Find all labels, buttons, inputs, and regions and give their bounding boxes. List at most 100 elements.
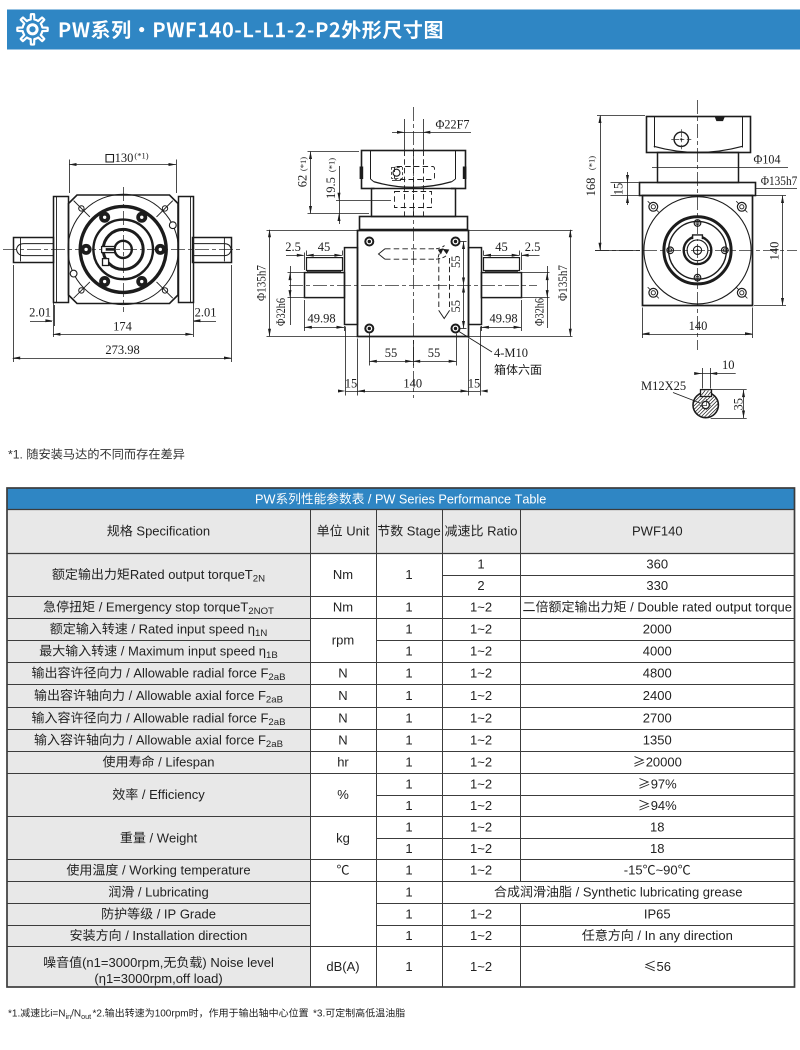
- svg-text:1~2: 1~2: [470, 621, 492, 636]
- svg-text:(*1): (*1): [586, 156, 596, 170]
- svg-text:49.98: 49.98: [489, 312, 517, 326]
- svg-text:1~2: 1~2: [470, 732, 492, 747]
- svg-text:/ Allowable radial force F: / Allowable radial force F: [123, 710, 269, 725]
- svg-text:100rpm: 100rpm: [155, 1009, 189, 1020]
- svg-text:1~2: 1~2: [470, 665, 492, 680]
- svg-text:1~2: 1~2: [470, 863, 492, 878]
- svg-text:Φ135h7: Φ135h7: [255, 265, 269, 301]
- svg-text:15: 15: [468, 377, 481, 391]
- svg-text:1: 1: [405, 884, 412, 899]
- svg-text:1B: 1B: [266, 650, 278, 661]
- svg-text:20000: 20000: [646, 754, 682, 769]
- svg-text:*1.: *1.: [8, 448, 26, 462]
- svg-text:1: 1: [405, 665, 412, 680]
- svg-text:N: N: [338, 688, 347, 703]
- svg-text:Specification: Specification: [133, 524, 210, 539]
- svg-text:15: 15: [345, 377, 358, 391]
- svg-text:2000: 2000: [643, 621, 672, 636]
- svg-text:/ Rated input speed η: / Rated input speed η: [128, 621, 255, 636]
- svg-text:2: 2: [477, 578, 484, 593]
- svg-text:/ Synthetic lubricating grease: / Synthetic lubricating grease: [572, 884, 743, 899]
- svg-text:1: 1: [405, 776, 412, 791]
- svg-text:1: 1: [405, 567, 412, 582]
- svg-text:2.5: 2.5: [525, 240, 541, 254]
- svg-text:1: 1: [405, 820, 412, 835]
- svg-text:Φ32h6: Φ32h6: [274, 298, 288, 326]
- svg-text:/ Lifespan: / Lifespan: [155, 754, 215, 769]
- svg-text:1: 1: [477, 556, 484, 571]
- svg-text:Φ22F7: Φ22F7: [436, 118, 470, 132]
- svg-text:/ Double rated output torque: / Double rated output torque: [627, 599, 793, 614]
- svg-text:140: 140: [403, 377, 422, 391]
- svg-text:dB(A): dB(A): [326, 959, 359, 974]
- svg-text:1: 1: [405, 643, 412, 658]
- svg-text:140: 140: [768, 242, 782, 261]
- svg-text:/ Maximum input speed η: / Maximum input speed η: [117, 643, 266, 658]
- svg-text:rpm: rpm: [332, 632, 354, 647]
- svg-text:kg: kg: [336, 830, 350, 845]
- svg-text:1~2: 1~2: [470, 798, 492, 813]
- svg-text:18: 18: [650, 820, 664, 835]
- svg-text:(*1): (*1): [327, 158, 337, 172]
- svg-text:/ Lubricating: / Lubricating: [134, 884, 208, 899]
- svg-text:hr: hr: [337, 754, 349, 769]
- svg-text:2.5: 2.5: [285, 240, 301, 254]
- svg-text:1~2: 1~2: [470, 710, 492, 725]
- svg-text:35: 35: [731, 398, 745, 411]
- svg-text:2400: 2400: [643, 688, 672, 703]
- svg-text:1: 1: [405, 688, 412, 703]
- svg-text:1: 1: [405, 928, 412, 943]
- svg-text:/ Emergency stop torqueT: / Emergency stop torqueT: [95, 599, 248, 614]
- svg-text:97%: 97%: [651, 776, 677, 791]
- svg-text:1N: 1N: [255, 628, 267, 639]
- svg-text:in: in: [66, 1012, 72, 1021]
- svg-text:1~2: 1~2: [470, 906, 492, 921]
- svg-text:1: 1: [405, 959, 412, 974]
- svg-text:/ Working temperature: / Working temperature: [118, 863, 250, 878]
- svg-text:360: 360: [646, 556, 668, 571]
- svg-text:273.98: 273.98: [105, 343, 139, 357]
- svg-text:1: 1: [405, 754, 412, 769]
- svg-text:Ratio: Ratio: [484, 524, 518, 539]
- svg-text:M12X25: M12X25: [641, 379, 686, 393]
- svg-text:1: 1: [405, 710, 412, 725]
- svg-text:55: 55: [449, 255, 463, 268]
- svg-text:Φ135h7: Φ135h7: [556, 265, 570, 301]
- svg-text:19.5: 19.5: [324, 177, 338, 199]
- svg-text:/ Allowable axial force F: / Allowable axial force F: [125, 688, 266, 703]
- svg-text:i=N: i=N: [50, 1009, 65, 1020]
- svg-text:(η1=3000rpm,off load): (η1=3000rpm,off load): [94, 971, 222, 986]
- svg-text:/ Allowable axial force F: / Allowable axial force F: [125, 732, 266, 747]
- svg-text:Stage: Stage: [403, 524, 441, 539]
- svg-text:out: out: [81, 1012, 91, 1021]
- svg-text:1: 1: [405, 906, 412, 921]
- svg-text:1: 1: [405, 599, 412, 614]
- svg-text:/ PW Series Performance Table: / PW Series Performance Table: [364, 492, 546, 506]
- svg-text:130: 130: [115, 151, 134, 165]
- svg-text:1: 1: [405, 841, 412, 856]
- svg-text:N: N: [338, 710, 347, 725]
- svg-text:2aB: 2aB: [266, 739, 283, 750]
- svg-text:PW: PW: [255, 492, 275, 506]
- svg-text:%: %: [337, 787, 349, 802]
- svg-text:/N: /N: [71, 1009, 81, 1020]
- svg-text:/ Installation direction: / Installation direction: [122, 928, 248, 943]
- svg-text:1~2: 1~2: [470, 643, 492, 658]
- svg-text:45: 45: [495, 240, 508, 254]
- svg-text:*2.: *2.: [93, 1009, 105, 1020]
- svg-text:1: 1: [405, 798, 412, 813]
- svg-text:*3.: *3.: [313, 1009, 325, 1020]
- svg-text:1~2: 1~2: [470, 688, 492, 703]
- svg-text:2NOT: 2NOT: [248, 606, 274, 617]
- svg-text:4800: 4800: [643, 665, 672, 680]
- svg-text:2.01: 2.01: [29, 306, 51, 320]
- svg-text:IP65: IP65: [644, 906, 671, 921]
- svg-text:94%: 94%: [651, 798, 677, 813]
- svg-text:1350: 1350: [643, 732, 672, 747]
- svg-text:1~2: 1~2: [470, 959, 492, 974]
- svg-text:*1.: *1.: [8, 1009, 20, 1020]
- svg-text:/ Weight: / Weight: [146, 830, 198, 845]
- svg-text:2aB: 2aB: [266, 695, 283, 706]
- svg-text:2N: 2N: [253, 574, 265, 585]
- svg-text:55: 55: [428, 346, 441, 360]
